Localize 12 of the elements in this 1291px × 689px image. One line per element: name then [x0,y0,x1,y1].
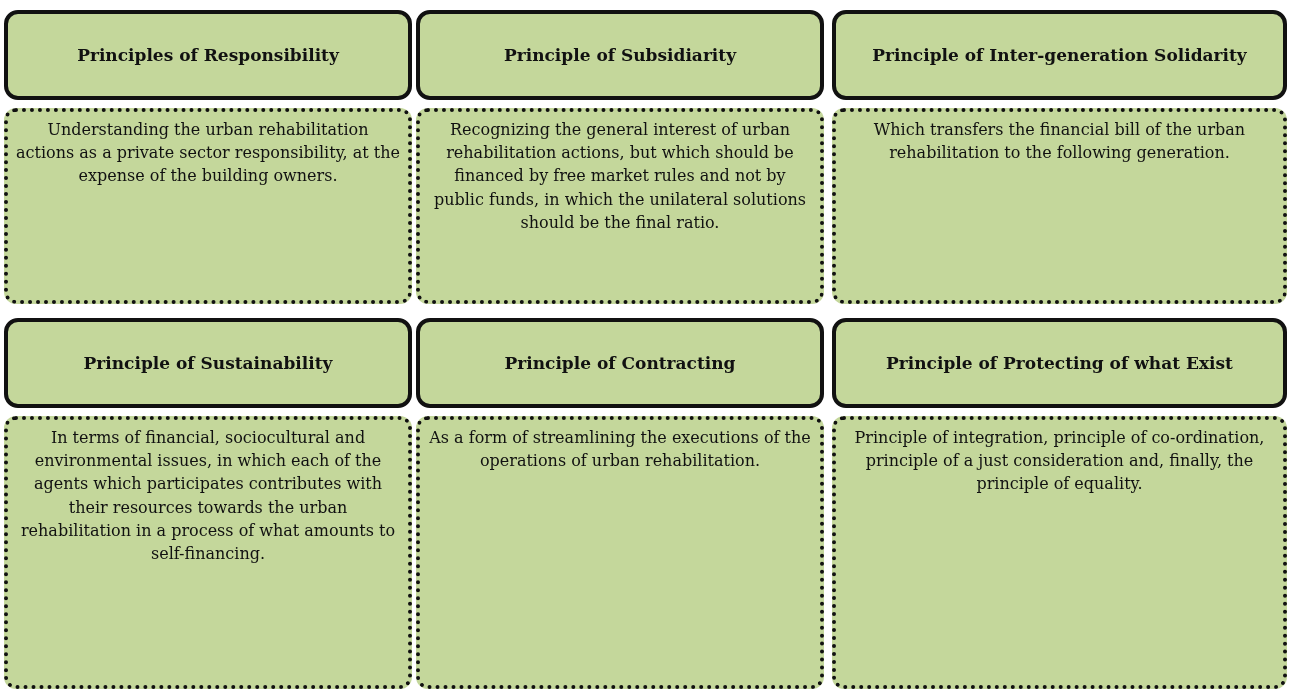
principle-heading-box: Principles of Responsibility [4,10,412,100]
description-box: Understanding the urban rehabilitation actions as a private sector responsibility, at the expense of the building owners. [4,108,412,304]
description-box: In terms of financial, sociocultural and environmental issues, in which each of the agents which participates contributes with their resources towards the urban rehabilitation in a process of what amounts to self-financing. [4,416,412,689]
description-box: Recognizing the general interest of urban rehabilitation actions, but which should be financed by free market rules and not by public funds, in which the unilateral solutions should be the final ratio. [416,108,824,304]
principle-heading-box: Principle of Contracting [416,318,824,408]
principle-heading-box: Principle of Protecting of what Exist [832,318,1287,408]
principle-heading-box: Principle of Subsidiarity [416,10,824,100]
description-box: Which transfers the financial bill of the urban rehabilitation to the following generation. [832,108,1287,304]
principle-heading-box: Principle of Inter-generation Solidarity [832,10,1287,100]
description-box: Principle of integration, principle of co-ordination, principle of a just consideration and, finally, the principle of equality. [832,416,1287,689]
description-box: As a form of streamlining the executions of the operations of urban rehabilitation. [416,416,824,689]
principle-heading-box: Principle of Sustainability [4,318,412,408]
